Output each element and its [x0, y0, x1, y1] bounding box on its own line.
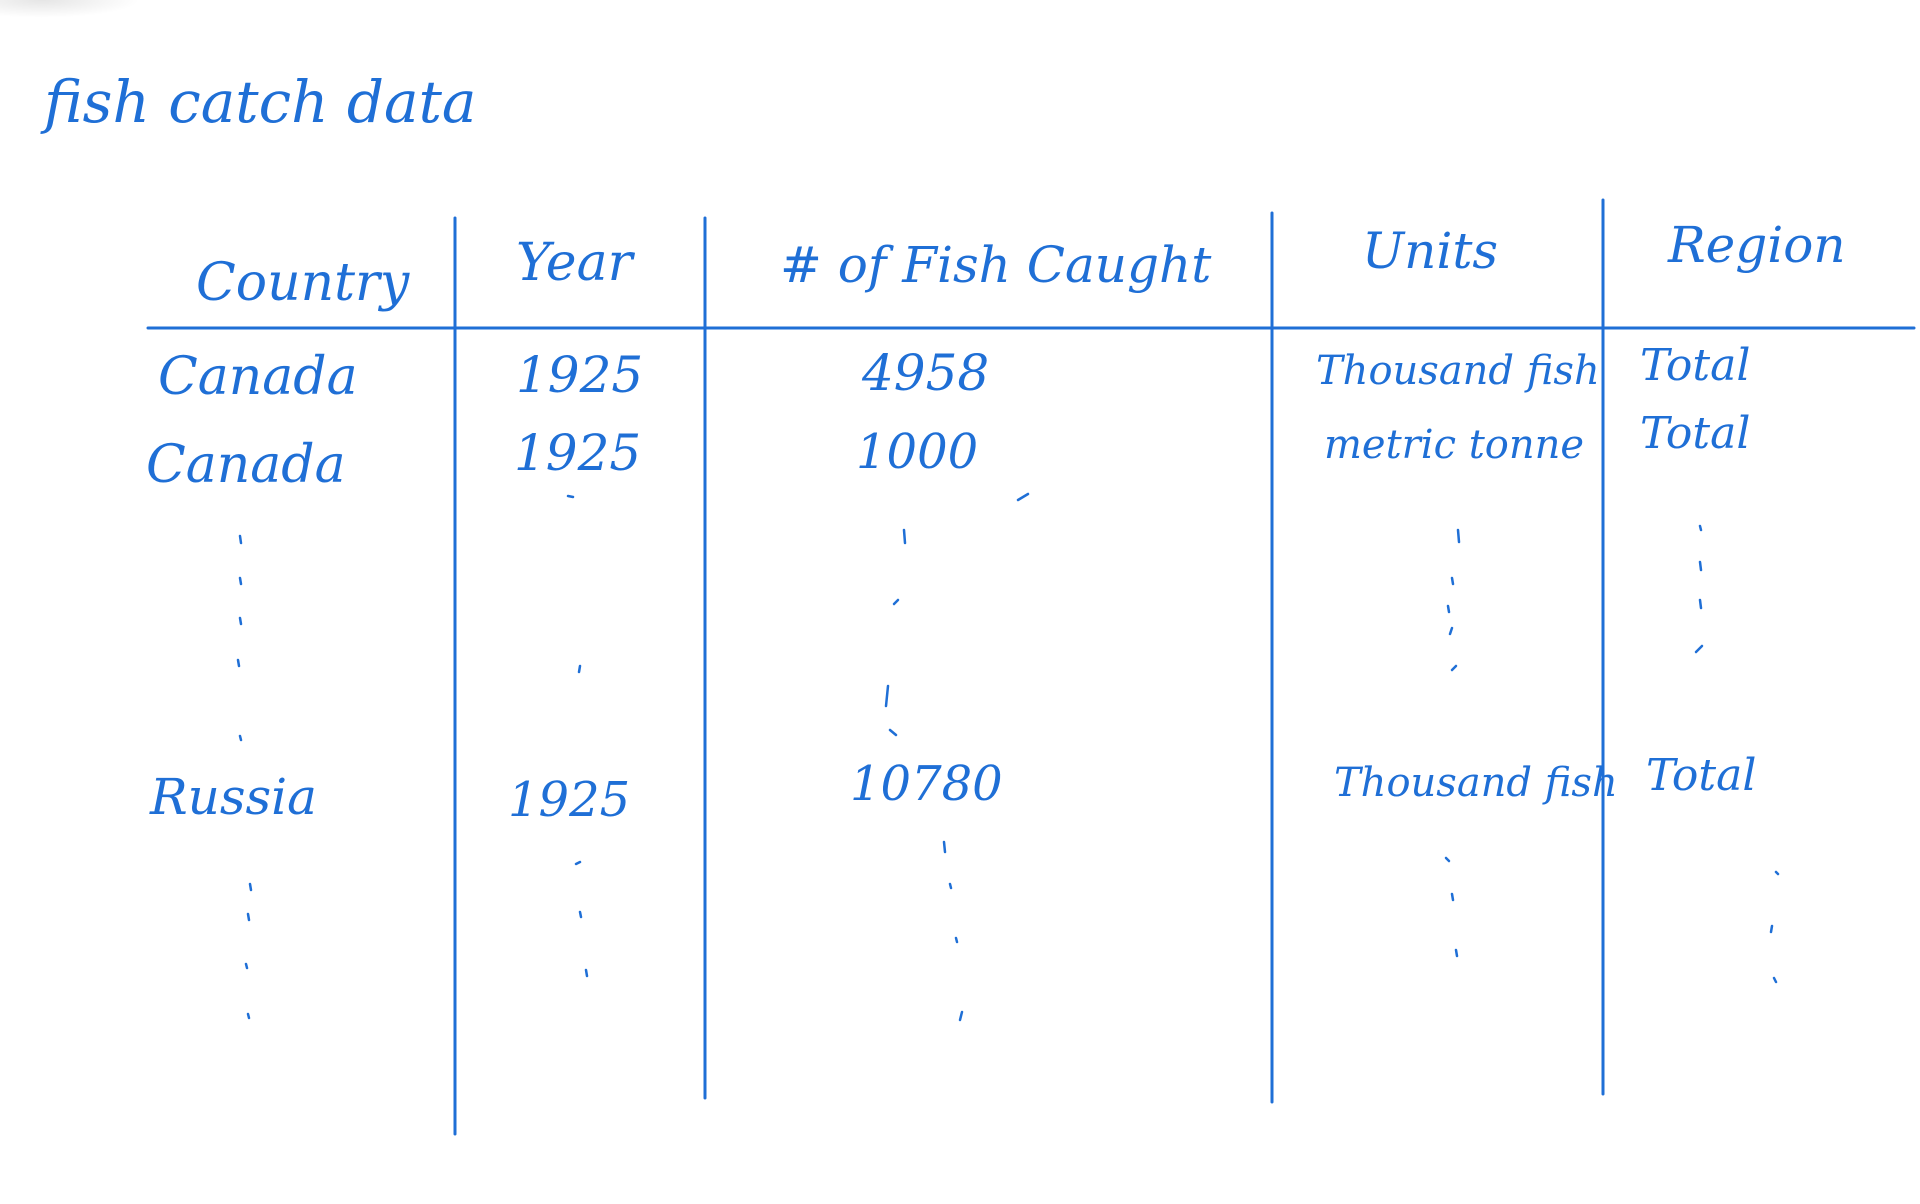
- header-fish-caught: # of Fish Caught: [780, 236, 1212, 294]
- cell-year: 1925: [516, 346, 643, 404]
- header-country: Country: [196, 253, 410, 313]
- cell-units: Thousand fish: [1334, 760, 1618, 806]
- cell-country: Canada: [146, 435, 346, 495]
- cell-fish-caught: 4958: [861, 344, 989, 402]
- page-corner-shadow: [0, 0, 140, 18]
- table-grid: [146, 198, 1916, 1136]
- header-units: Units: [1362, 222, 1498, 280]
- cell-fish-caught: 1000: [856, 424, 978, 480]
- header-year: Year: [516, 233, 636, 293]
- cell-region: Total: [1640, 408, 1750, 459]
- cell-country: Canada: [158, 347, 358, 407]
- cell-region: Total: [1640, 340, 1750, 391]
- header-region: Region: [1667, 216, 1846, 274]
- table-row: Canada 1925 1000 metric tonne Total: [146, 408, 1750, 495]
- cell-fish-caught: 10780: [850, 756, 1003, 812]
- table-row: Russia 1925 10780 Thousand fish Total: [149, 750, 1756, 828]
- cell-units: metric tonne: [1324, 422, 1584, 468]
- cell-units: Thousand fish: [1316, 348, 1600, 394]
- note-title: fish catch data: [40, 68, 476, 136]
- cell-year: 1925: [508, 772, 630, 828]
- cell-year: 1925: [514, 424, 641, 482]
- cell-region: Total: [1646, 750, 1756, 801]
- continuation-marks: [236, 492, 1780, 1022]
- cell-country: Russia: [149, 768, 317, 826]
- table-row: Canada 1925 4958 Thousand fish Total: [158, 340, 1750, 407]
- table-header: Country Year # of Fish Caught Units Regi…: [196, 216, 1846, 313]
